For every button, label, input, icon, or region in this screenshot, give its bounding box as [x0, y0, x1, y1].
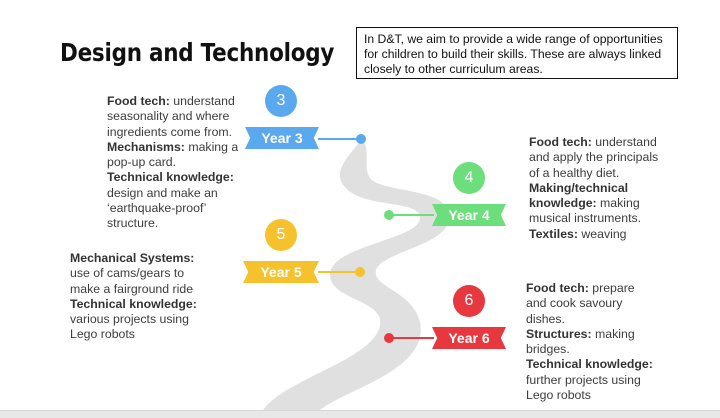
intro-box: In D&T, we aim to provide a wide range o… — [356, 27, 678, 79]
year-6-description: Food tech: prepare and cook savoury dish… — [526, 281, 653, 403]
page-title: Design and Technology — [60, 38, 335, 67]
year-3-description: Food tech: understand seasonality and wh… — [107, 94, 239, 231]
year-4-number-badge: 4 — [453, 162, 485, 194]
year-5-marker-dot — [355, 267, 365, 277]
year-3-marker-dot — [356, 134, 366, 144]
year-5-description: Mechanical Systems: use of cams/gears to… — [70, 251, 197, 342]
year-6-marker-dot — [384, 333, 394, 343]
year-6-banner: Year 6 — [432, 327, 506, 349]
year-4-connector-line — [390, 214, 434, 216]
year-6-number-badge: 6 — [453, 285, 485, 317]
bottom-scroll-strip — [0, 410, 720, 418]
year-5-banner: Year 5 — [243, 261, 319, 283]
year-5-number-badge: 5 — [265, 219, 297, 251]
year-3-number-badge: 3 — [265, 85, 297, 117]
year-3-connector-line — [318, 138, 360, 140]
year-4-banner: Year 4 — [432, 204, 506, 226]
year-4-marker-dot — [384, 210, 394, 220]
year-4-description: Food tech: understand and apply the prin… — [529, 135, 659, 241]
year-6-connector-line — [390, 337, 434, 339]
year-3-banner: Year 3 — [245, 127, 319, 149]
year-5-connector-line — [318, 271, 360, 273]
